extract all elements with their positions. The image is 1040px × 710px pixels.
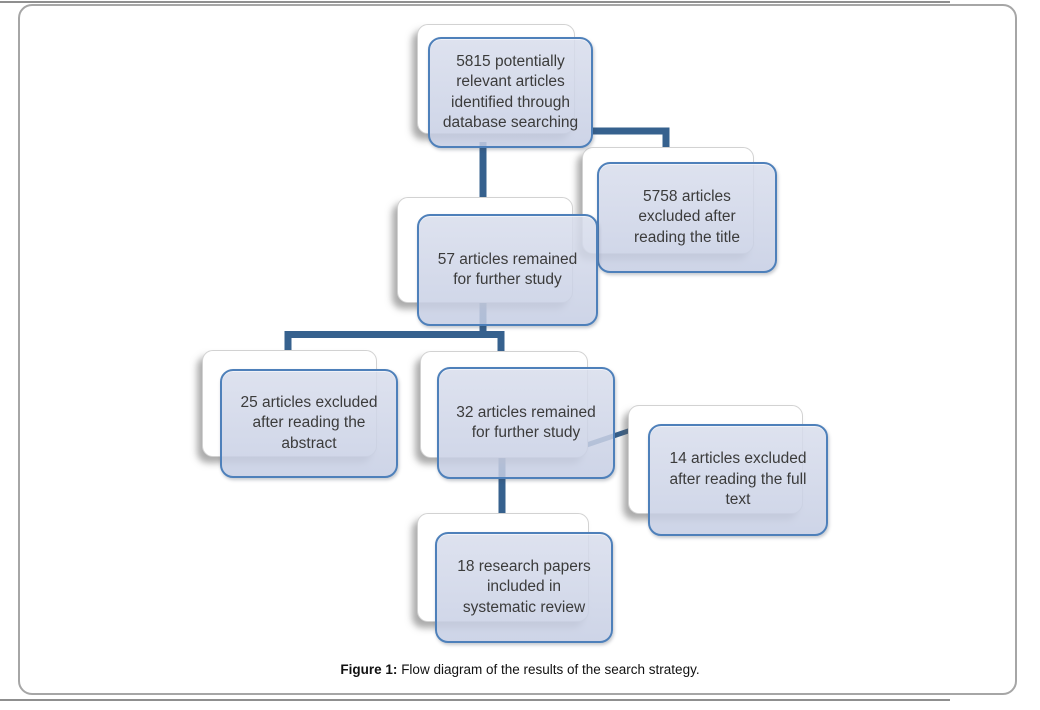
node-remained-57: 57 articles remained for further study (417, 214, 598, 326)
node-included: 18 research papers included in systemati… (435, 532, 613, 643)
top-rule (0, 1, 950, 3)
figure-caption-text: Flow diagram of the results of the searc… (397, 662, 700, 677)
node-excluded-abstract: 25 articles excluded after reading the a… (220, 369, 398, 478)
node-included-label: 18 research papers included in systemati… (457, 557, 591, 616)
node-excluded-fulltext: 14 articles excluded after reading the f… (648, 424, 828, 536)
figure-caption: Figure 1: Flow diagram of the results of… (0, 662, 1040, 677)
node-excluded-title-label: 5758 articles excluded after reading the… (634, 187, 740, 246)
node-excluded-title: 5758 articles excluded after reading the… (597, 162, 777, 273)
figure-border-frame (18, 4, 1017, 695)
node-identified: 5815 potentially relevant articles ident… (428, 37, 593, 148)
figure-caption-label: Figure 1: (340, 662, 398, 677)
node-excluded-abstract-label: 25 articles excluded after reading the a… (240, 393, 378, 452)
bottom-rule (0, 699, 950, 701)
node-identified-label: 5815 potentially relevant articles ident… (442, 52, 579, 131)
node-excluded-fulltext-label: 14 articles excluded after reading the f… (669, 450, 807, 509)
node-remained-57-label: 57 articles remained for further study (437, 250, 578, 288)
connector-identified-to-excluded-title (591, 127, 670, 153)
node-remained-32-label: 32 articles remained for further study (456, 403, 596, 441)
node-remained-32: 32 articles remained for further study (437, 367, 615, 479)
